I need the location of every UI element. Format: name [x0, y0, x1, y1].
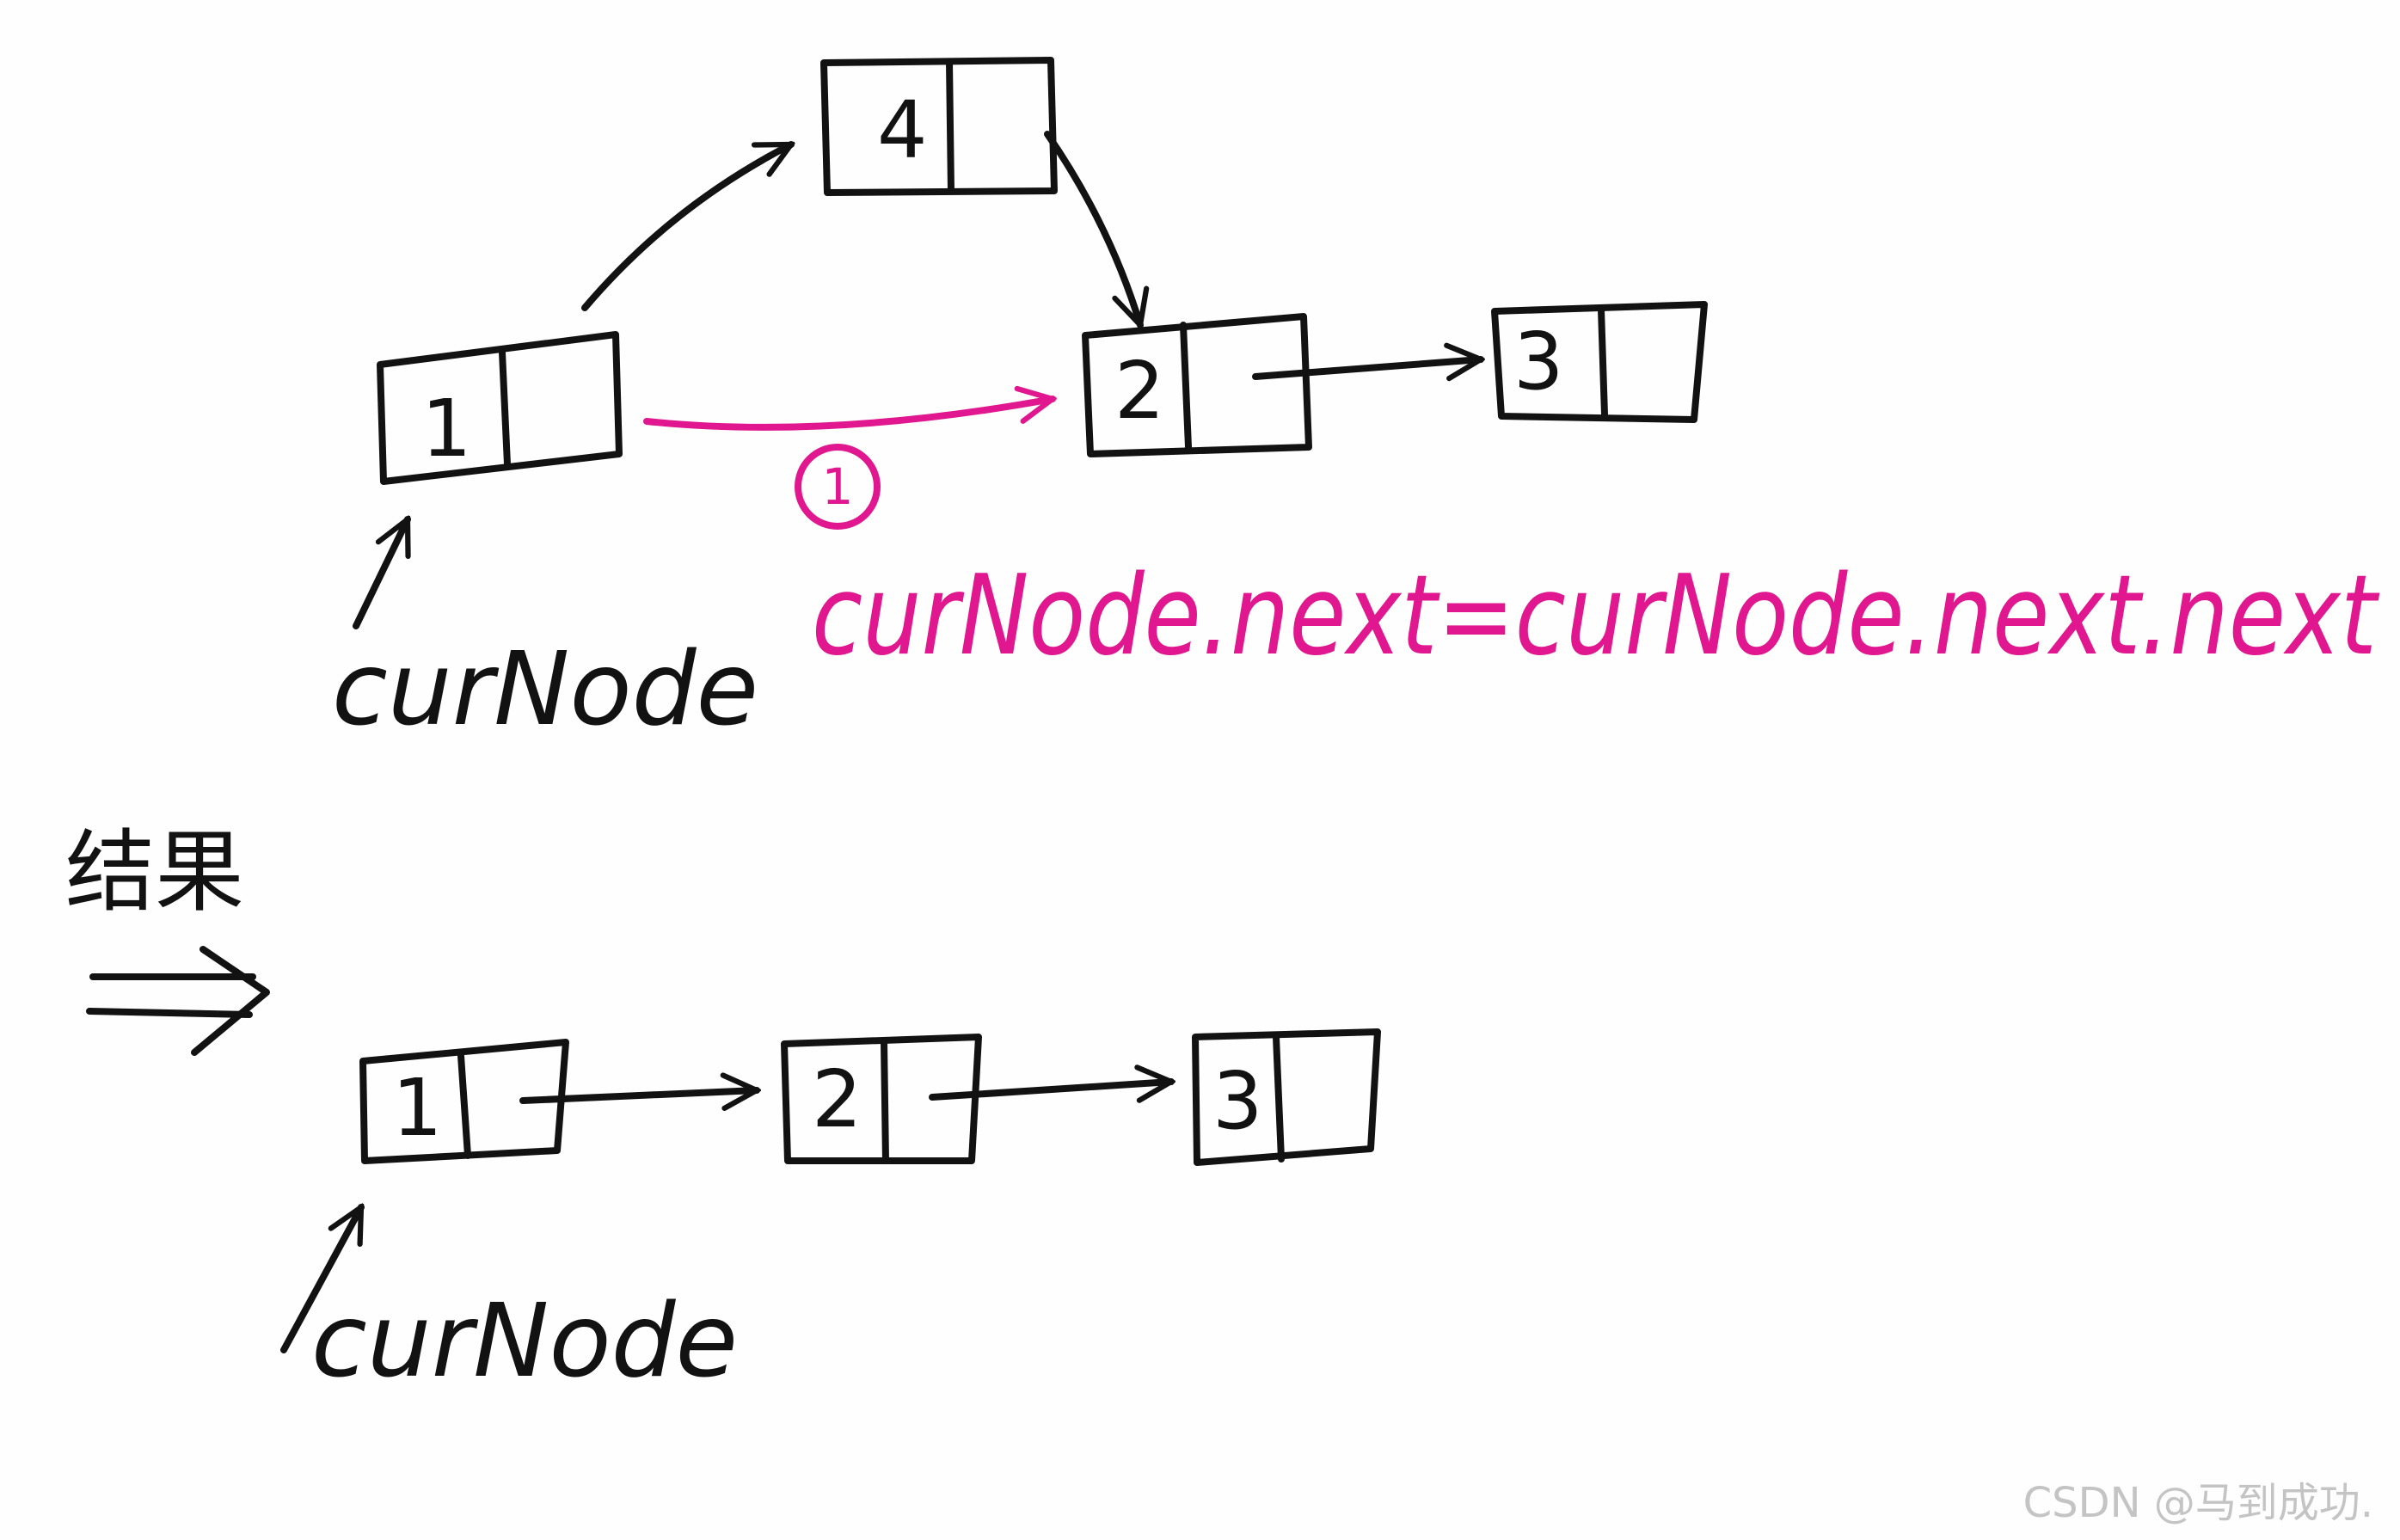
- result-double-arrow-icon: [86, 946, 270, 1056]
- arrow-node1-to-node2-new-link: [643, 399, 1053, 431]
- arrow-result-node2-to-node3: [929, 1082, 1171, 1097]
- node-2: 2: [1082, 313, 1312, 457]
- result-label: 结果: [65, 819, 244, 924]
- result-node-1: 1: [359, 1039, 569, 1164]
- result-node-3-value: 3: [1212, 1055, 1263, 1147]
- arrow-node2-to-node3: [1252, 359, 1481, 377]
- node-4: 4: [820, 57, 1058, 196]
- watermark: CSDN @马到成功.: [2023, 1479, 2373, 1527]
- node-1-value: 1: [421, 383, 472, 475]
- operation-statement: curNode.next=curNode.next.next: [812, 552, 2380, 680]
- result-node-2: 2: [781, 1034, 982, 1164]
- arrow-node4-to-node2: [1044, 131, 1140, 325]
- arrow-node1-to-node4: [581, 141, 791, 311]
- node-1: 1: [377, 331, 623, 485]
- result-node-1-value: 1: [392, 1062, 443, 1154]
- node-3: 3: [1491, 301, 1708, 423]
- curnode-label: curNode: [332, 629, 758, 748]
- arrow-result-node1-to-node2: [519, 1090, 757, 1101]
- result-curnode-label: curNode: [311, 1281, 738, 1400]
- step-marker: 1: [795, 444, 881, 530]
- result-node-2-value: 2: [812, 1053, 862, 1145]
- curnode-pointer-arrow: [353, 519, 411, 629]
- result-curnode-pointer-arrow: [280, 1207, 365, 1353]
- node-4-value: 4: [877, 84, 928, 176]
- step-marker-number: 1: [822, 457, 854, 516]
- node-2-value: 2: [1114, 345, 1165, 437]
- node-3-value: 3: [1513, 316, 1564, 408]
- result-node-3: 3: [1192, 1028, 1381, 1166]
